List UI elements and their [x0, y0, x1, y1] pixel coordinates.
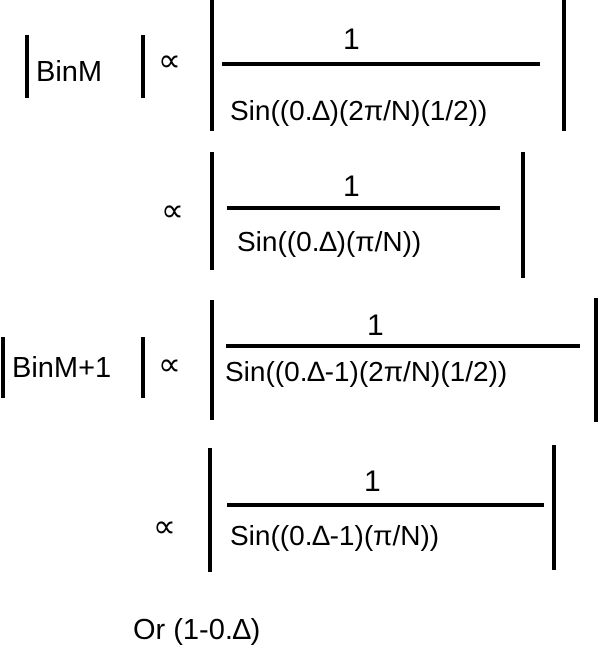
numerator: 1: [364, 465, 381, 498]
abs-bar-left: [25, 35, 29, 98]
abs-bar-right: [552, 445, 556, 570]
proportional-symbol: ∝: [158, 346, 181, 382]
abs-bar-right: [521, 152, 525, 278]
fraction-bar: [222, 62, 540, 66]
denominator: Sin((0.∆)(2π/N)(1/2)): [230, 95, 488, 126]
footnote: Or (1-0.∆): [133, 614, 261, 646]
fraction-bar: [226, 344, 580, 348]
proportional-symbol: ∝: [158, 42, 181, 78]
abs-bar-left: [210, 300, 214, 420]
abs-bar-left: [210, 0, 214, 131]
denominator: Sin((0.∆)(π/N)): [237, 226, 422, 257]
abs-bar-left: [1, 337, 5, 398]
abs-bar-left: [208, 448, 212, 572]
lhs-label: BinM+1: [12, 352, 112, 384]
numerator: 1: [367, 309, 384, 342]
proportional-symbol: ∝: [153, 508, 176, 544]
abs-bar-right: [562, 0, 566, 131]
proportional-symbol: ∝: [161, 192, 184, 228]
abs-bar-right: [141, 337, 145, 398]
fraction-bar: [227, 503, 544, 507]
denominator: Sin((0.∆-1)(π/N)): [230, 520, 440, 551]
fraction-bar: [227, 206, 500, 210]
numerator: 1: [343, 170, 360, 203]
numerator: 1: [343, 23, 360, 56]
lhs-label: BinM: [36, 56, 103, 88]
abs-bar-right: [141, 35, 145, 98]
denominator: Sin((0.∆-1)(2π/N)(1/2)): [225, 356, 508, 387]
abs-bar-right: [594, 298, 598, 422]
abs-bar-left: [210, 152, 214, 270]
